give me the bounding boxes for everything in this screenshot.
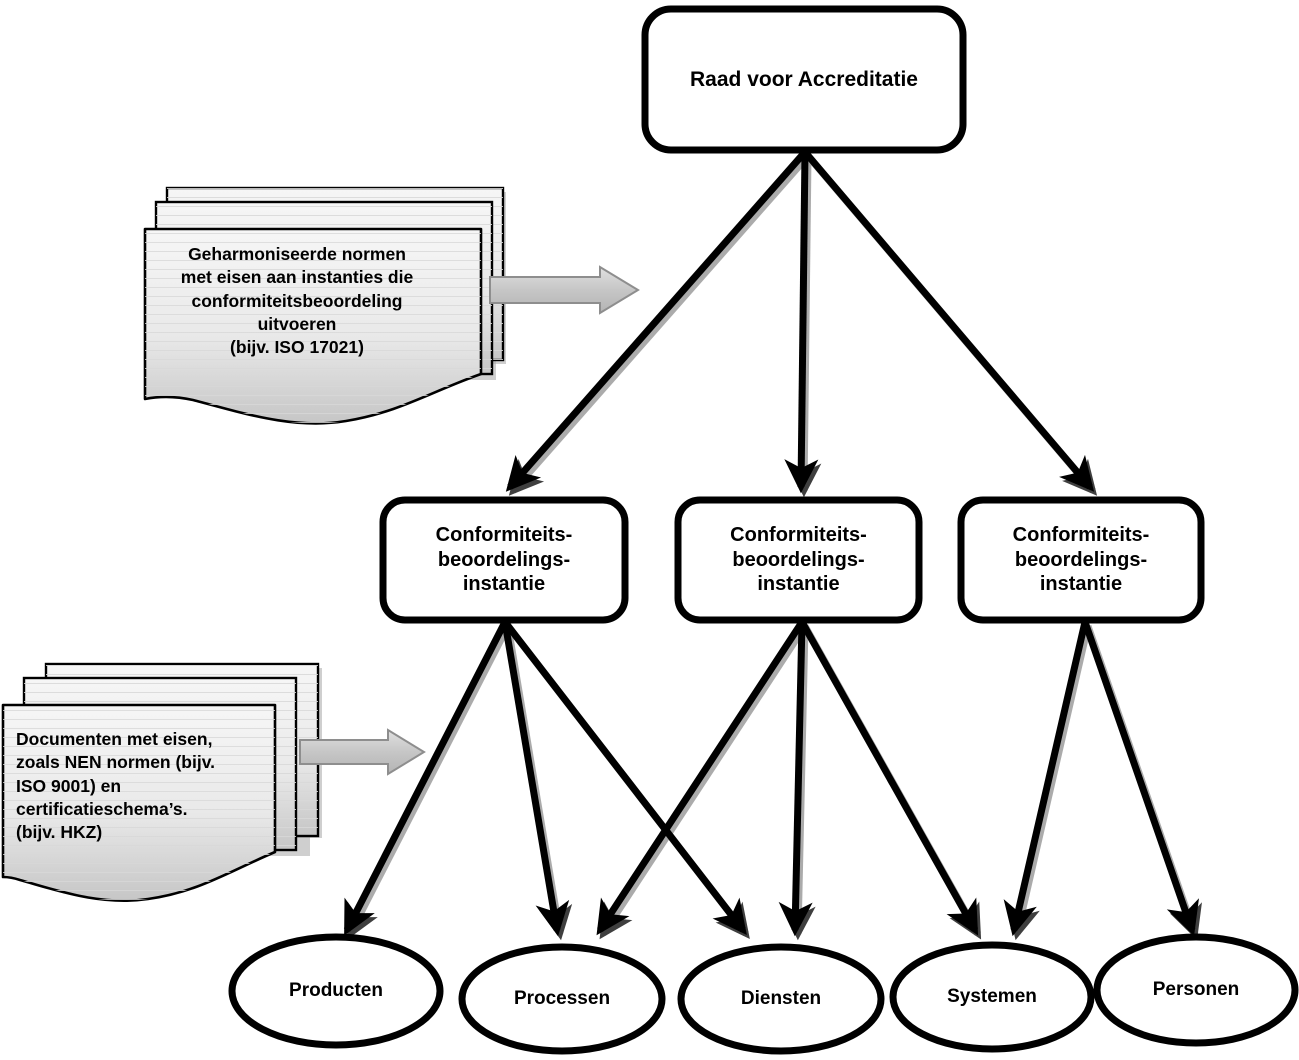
- doc-flow-arrow-bottom: [299, 728, 426, 776]
- harmonised-standards-document-label: Geharmoniseerde normen met eisen aan ins…: [180, 244, 414, 358]
- arrow-cbi-2-to-systemen: [798, 620, 979, 936]
- arrow-cbi-3-to-personen: [1081, 620, 1199, 936]
- leaf-node-diensten-shape: [677, 943, 885, 1055]
- cbi-node-3-shape: [957, 496, 1205, 624]
- requirements-document-label: Documenten met eisen, zoals NEN normen (…: [16, 729, 216, 843]
- arrow-cbi-1-to-producten: [343, 620, 509, 936]
- arrow-cbi-3-to-systemen: [1003, 621, 1089, 937]
- leaf-node-processen-shape: [458, 943, 666, 1055]
- arrow-cbi-1-to-processen: [501, 621, 570, 937]
- leaf-node-producten-shape: [228, 933, 444, 1049]
- leaf-node-systemen-shape: [889, 941, 1095, 1053]
- cbi-node-2-shape: [674, 496, 923, 624]
- cbi-node-1-shape: [379, 496, 629, 624]
- rva-node-shape: [641, 5, 967, 154]
- arrow-cbi-2-to-processen: [596, 620, 805, 936]
- doc-flow-arrow-top: [489, 265, 640, 315]
- arrow-rva-to-cbi-2: [784, 151, 819, 494]
- requirements-document: [1, 662, 322, 903]
- harmonised-standards-document: [143, 186, 506, 425]
- node-shapes: [228, 5, 1299, 1055]
- arrow-rva-to-cbi-1: [505, 149, 808, 492]
- arrow-cbi-1-to-diensten: [502, 619, 747, 935]
- leaf-node-personen-shape: [1093, 933, 1299, 1047]
- arrow-rva-to-cbi-3: [802, 149, 1095, 492]
- connector-arrows: [343, 149, 1199, 937]
- arrow-cbi-2-to-diensten: [778, 621, 813, 937]
